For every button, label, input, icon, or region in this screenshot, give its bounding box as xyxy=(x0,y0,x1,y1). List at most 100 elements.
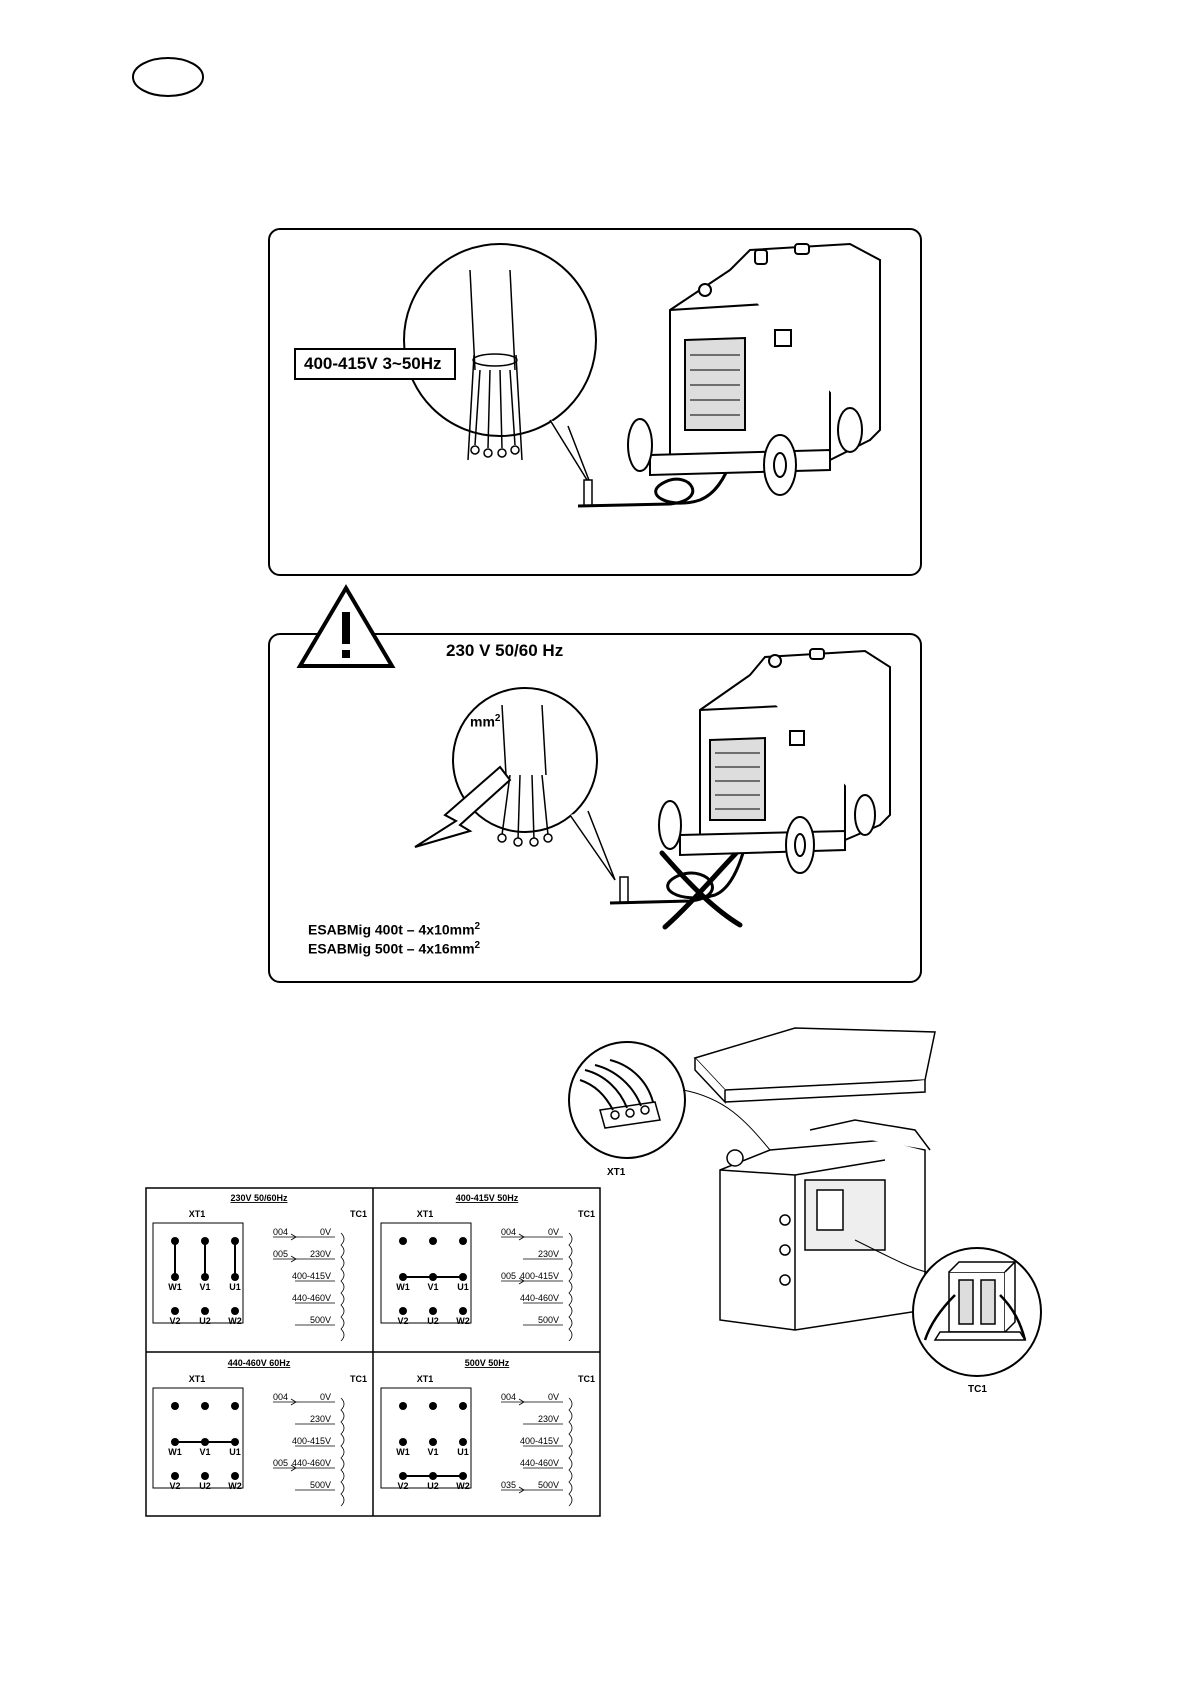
tap-label: 440-460V xyxy=(520,1293,559,1303)
tap-label: 0V xyxy=(320,1392,331,1402)
terminal-point xyxy=(231,1402,239,1410)
panel-top: 400-415V 3~50Hz xyxy=(268,228,922,576)
terminal-point xyxy=(429,1438,437,1446)
terminal-point xyxy=(399,1402,407,1410)
terminal-label: W2 xyxy=(228,1481,242,1491)
terminal-label: W1 xyxy=(396,1447,410,1457)
page-marker xyxy=(132,57,204,97)
terminal-point xyxy=(231,1472,239,1480)
wire-code: 004 xyxy=(501,1392,516,1402)
quadrant-title: 230V 50/60Hz xyxy=(230,1193,288,1203)
terminal-point xyxy=(201,1438,209,1446)
transformer-coil xyxy=(568,1397,573,1507)
assembly-transformer-label: TC1 xyxy=(968,1384,987,1395)
terminal-label: V2 xyxy=(397,1481,408,1491)
tap-label: 400-415V xyxy=(520,1271,559,1281)
cable-warning-illustration xyxy=(414,648,891,930)
terminal-point xyxy=(399,1273,407,1281)
terminal-point xyxy=(231,1237,239,1245)
wire-code: 035 xyxy=(501,1480,516,1490)
transformer-label: TC1 xyxy=(350,1374,367,1384)
terminal-point xyxy=(399,1472,407,1480)
warning-triangle-icon xyxy=(296,584,396,668)
terminal-label: U1 xyxy=(457,1282,469,1292)
tap-label: 400-415V xyxy=(292,1271,331,1281)
tap-label: 440-460V xyxy=(292,1293,331,1303)
transformer-coil xyxy=(568,1232,573,1342)
terminal-label: W2 xyxy=(228,1316,242,1326)
terminal-block xyxy=(152,1387,244,1489)
terminal-block-label: XT1 xyxy=(417,1374,434,1384)
terminal-point xyxy=(231,1307,239,1315)
terminal-point xyxy=(171,1472,179,1480)
tap-label: 400-415V xyxy=(520,1436,559,1446)
terminal-point xyxy=(429,1472,437,1480)
transformer-coil xyxy=(340,1397,345,1507)
tap-label: 230V xyxy=(310,1249,331,1259)
panel-middle: mm2 230 V 50/60 Hz ESABMig 400t – 4x10mm… xyxy=(268,633,922,983)
terminal-point xyxy=(429,1402,437,1410)
terminal-label: U1 xyxy=(457,1447,469,1457)
wire-code: 004 xyxy=(273,1227,288,1237)
voltage-label-box: 400-415V 3~50Hz xyxy=(294,348,456,380)
terminal-point xyxy=(459,1273,467,1281)
voltage-label: 230 V 50/60 Hz xyxy=(446,641,564,660)
terminal-label: W1 xyxy=(168,1447,182,1457)
terminal-point xyxy=(201,1307,209,1315)
terminal-block-label: XT1 xyxy=(189,1374,206,1384)
terminal-point xyxy=(459,1402,467,1410)
terminal-block-label: XT1 xyxy=(189,1209,206,1219)
terminal-point xyxy=(459,1307,467,1315)
terminal-label: U2 xyxy=(199,1316,211,1326)
terminal-label: W2 xyxy=(456,1316,470,1326)
assembly-terminal-label: XT1 xyxy=(607,1167,626,1178)
tap-label: 230V xyxy=(310,1414,331,1424)
terminal-point xyxy=(201,1472,209,1480)
terminal-point xyxy=(231,1273,239,1281)
terminal-point xyxy=(429,1273,437,1281)
terminal-label: V1 xyxy=(427,1282,438,1292)
tap-label: 500V xyxy=(538,1480,559,1490)
terminal-label: U2 xyxy=(427,1316,439,1326)
tap-label: 400-415V xyxy=(292,1436,331,1446)
tap-label: 500V xyxy=(310,1480,331,1490)
terminal-point xyxy=(171,1307,179,1315)
tap-label: 500V xyxy=(310,1315,331,1325)
tap-label: 0V xyxy=(548,1227,559,1237)
terminal-label: V1 xyxy=(199,1447,210,1457)
terminal-point xyxy=(201,1402,209,1410)
tap-label: 440-460V xyxy=(292,1458,331,1468)
terminal-label: V1 xyxy=(199,1282,210,1292)
cable-spec-row: ESABMig 400t – 4x10mm2 xyxy=(308,921,481,938)
terminal-block xyxy=(380,1222,472,1324)
terminal-label: V1 xyxy=(427,1447,438,1457)
transformer-label: TC1 xyxy=(578,1374,595,1384)
terminal-label: U2 xyxy=(427,1481,439,1491)
terminal-point xyxy=(231,1438,239,1446)
transformer-label: TC1 xyxy=(578,1209,595,1219)
terminal-label: V2 xyxy=(397,1316,408,1326)
voltage-label: 400-415V 3~50Hz xyxy=(304,354,442,373)
transformer-coil xyxy=(340,1232,345,1342)
terminal-label: W2 xyxy=(456,1481,470,1491)
terminal-block xyxy=(380,1387,472,1489)
wire-code: 004 xyxy=(273,1392,288,1402)
wire-code: 005 xyxy=(501,1271,516,1281)
wire-code: 004 xyxy=(501,1227,516,1237)
terminal-label: V2 xyxy=(169,1481,180,1491)
tap-label: 0V xyxy=(548,1392,559,1402)
terminal-label: V2 xyxy=(169,1316,180,1326)
quadrant-title: 400-415V 50Hz xyxy=(456,1193,519,1203)
tap-label: 440-460V xyxy=(520,1458,559,1468)
tap-label: 230V xyxy=(538,1414,559,1424)
terminal-point xyxy=(171,1402,179,1410)
tap-label: 0V xyxy=(320,1227,331,1237)
terminal-label: U1 xyxy=(229,1447,241,1457)
terminal-label: U2 xyxy=(199,1481,211,1491)
terminal-point xyxy=(171,1237,179,1245)
terminal-point xyxy=(429,1237,437,1245)
